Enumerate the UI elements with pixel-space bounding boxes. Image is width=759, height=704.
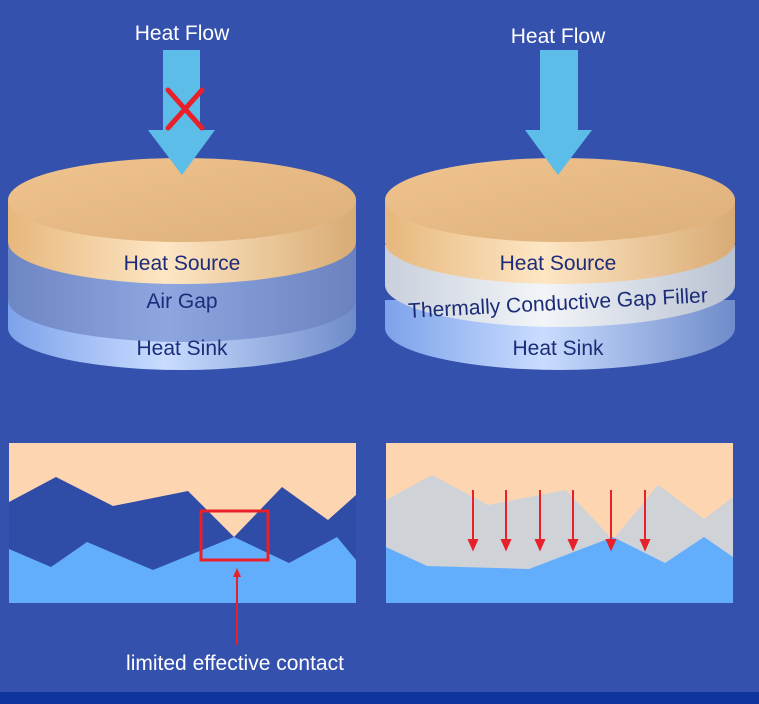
right-heat-source-surface	[386, 443, 733, 540]
left-air-gap-label: Air Gap	[146, 290, 217, 313]
limited-contact-caption: limited effective contact	[126, 652, 344, 675]
heat-transfer-arrows	[467, 490, 651, 552]
left-heat-sink-surface	[9, 537, 356, 603]
right-heat-source-top	[385, 158, 735, 242]
left-disk-stack	[8, 158, 356, 370]
left-heat-source-surface	[9, 443, 356, 537]
callout-arrow-head-icon	[233, 568, 241, 577]
heat-arrow-icon	[639, 490, 651, 552]
right-heat-flow-arrow-icon	[525, 50, 592, 175]
heat-arrow-icon	[534, 490, 546, 552]
left-heat-flow-label: Heat Flow	[135, 22, 230, 45]
left-heat-source-top	[8, 158, 356, 242]
left-surface-contact-panel	[9, 443, 356, 645]
heat-arrow-icon	[467, 490, 479, 552]
heat-arrow-icon	[500, 490, 512, 552]
contact-highlight-box	[199, 509, 270, 562]
right-heat-sink-surface	[386, 537, 733, 603]
blocked-x-icon	[165, 87, 205, 131]
left-heat-source-label: Heat Source	[124, 252, 241, 275]
right-heat-sink-label: Heat Sink	[512, 337, 604, 360]
right-heat-source-label: Heat Source	[500, 252, 617, 275]
heat-arrow-icon	[567, 490, 579, 552]
right-heat-flow-label: Heat Flow	[511, 25, 606, 48]
left-heat-sink-label: Heat Sink	[136, 337, 228, 360]
heat-arrow-icon	[605, 490, 617, 552]
right-disk-stack	[385, 158, 735, 370]
bottom-bar	[0, 692, 759, 704]
right-surface-contact-panel	[386, 443, 733, 603]
